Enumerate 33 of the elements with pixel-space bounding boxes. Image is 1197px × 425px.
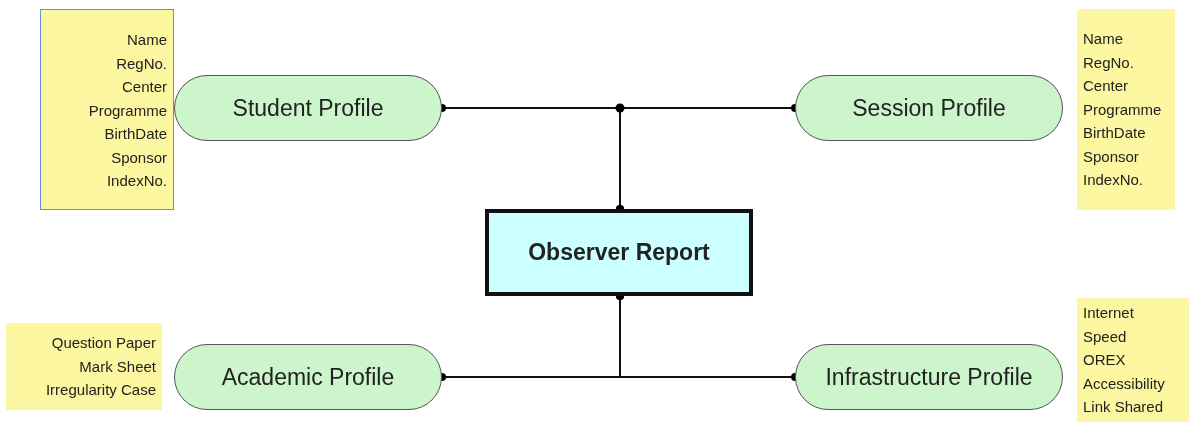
pill-label: Student Profile <box>232 94 384 123</box>
terminator-pill <box>174 75 442 141</box>
attribute-label: Center <box>121 77 167 97</box>
attribute-label: Sponsor <box>1083 146 1139 167</box>
attribute-label: OREX <box>1083 350 1126 371</box>
attribute-label: Speed <box>1083 326 1127 347</box>
attribute-label: Internet <box>1083 303 1134 324</box>
attribute-label: Sponsor <box>111 147 167 168</box>
pill-label: Academic Profile <box>221 363 395 392</box>
attribute-label: Name <box>1083 29 1123 49</box>
attribute-label: Programme <box>1083 99 1162 120</box>
attribute-list-box <box>40 9 174 210</box>
attribute-label: Link Shared <box>1083 397 1164 418</box>
attribute-list-box <box>1077 9 1175 210</box>
attribute-label: IndexNo. <box>106 171 167 191</box>
attribute-label: RegNo. <box>116 53 167 74</box>
pill-label: Session Profile <box>852 94 1006 123</box>
attribute-label: IndexNo. <box>1083 170 1144 190</box>
attribute-label: BirthDate <box>104 124 167 144</box>
pill-label: Infrastructure Profile <box>825 363 1033 392</box>
attribute-list-box <box>1077 298 1189 422</box>
attribute-label: Irregularity Case <box>45 380 156 401</box>
box-title: Observer Report <box>528 239 710 266</box>
attribute-label: RegNo. <box>1083 52 1134 73</box>
attribute-label: Center <box>1083 76 1129 96</box>
attribute-label: Name <box>127 30 167 50</box>
attribute-label: Question Paper <box>51 333 156 354</box>
process-box <box>485 209 753 296</box>
attribute-label: Accessibility <box>1083 373 1165 394</box>
attribute-label: Programme <box>88 100 167 121</box>
attribute-list-box <box>6 323 162 410</box>
attribute-label: BirthDate <box>1083 123 1146 143</box>
attribute-label: Mark Sheet <box>79 356 156 377</box>
